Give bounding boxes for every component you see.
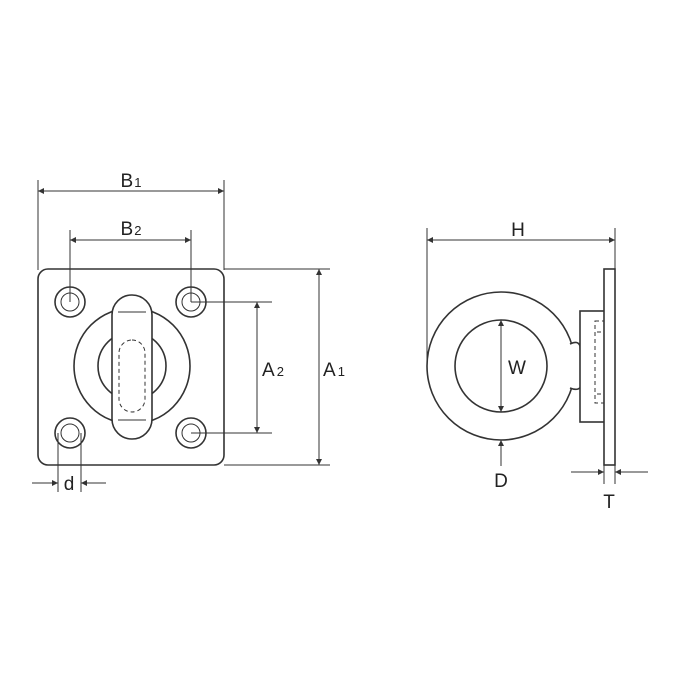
label-big-d: D xyxy=(494,471,508,492)
dim-b1: B1 xyxy=(37,171,225,270)
label-h: H xyxy=(511,220,525,241)
label-w: W xyxy=(508,358,526,379)
dim-d-ring: D xyxy=(494,440,508,492)
side-base-plate xyxy=(603,268,616,466)
side-bracket-hidden xyxy=(594,320,609,404)
hole-bottom-left xyxy=(54,417,86,449)
label-t: T xyxy=(603,492,615,513)
label-b1: B1 xyxy=(121,171,142,192)
base-plate xyxy=(37,268,225,466)
dim-t: T xyxy=(571,465,648,513)
eye-hidden-outline xyxy=(118,339,146,413)
label-b2: B2 xyxy=(121,219,142,240)
dim-b2: B2 xyxy=(69,219,192,302)
eye-staple xyxy=(111,294,153,440)
dim-d: d xyxy=(32,433,106,495)
dim-h: H xyxy=(426,220,616,366)
side-view: H W D T xyxy=(426,220,648,513)
dim-w: W xyxy=(498,320,526,412)
label-d: d xyxy=(64,474,75,495)
